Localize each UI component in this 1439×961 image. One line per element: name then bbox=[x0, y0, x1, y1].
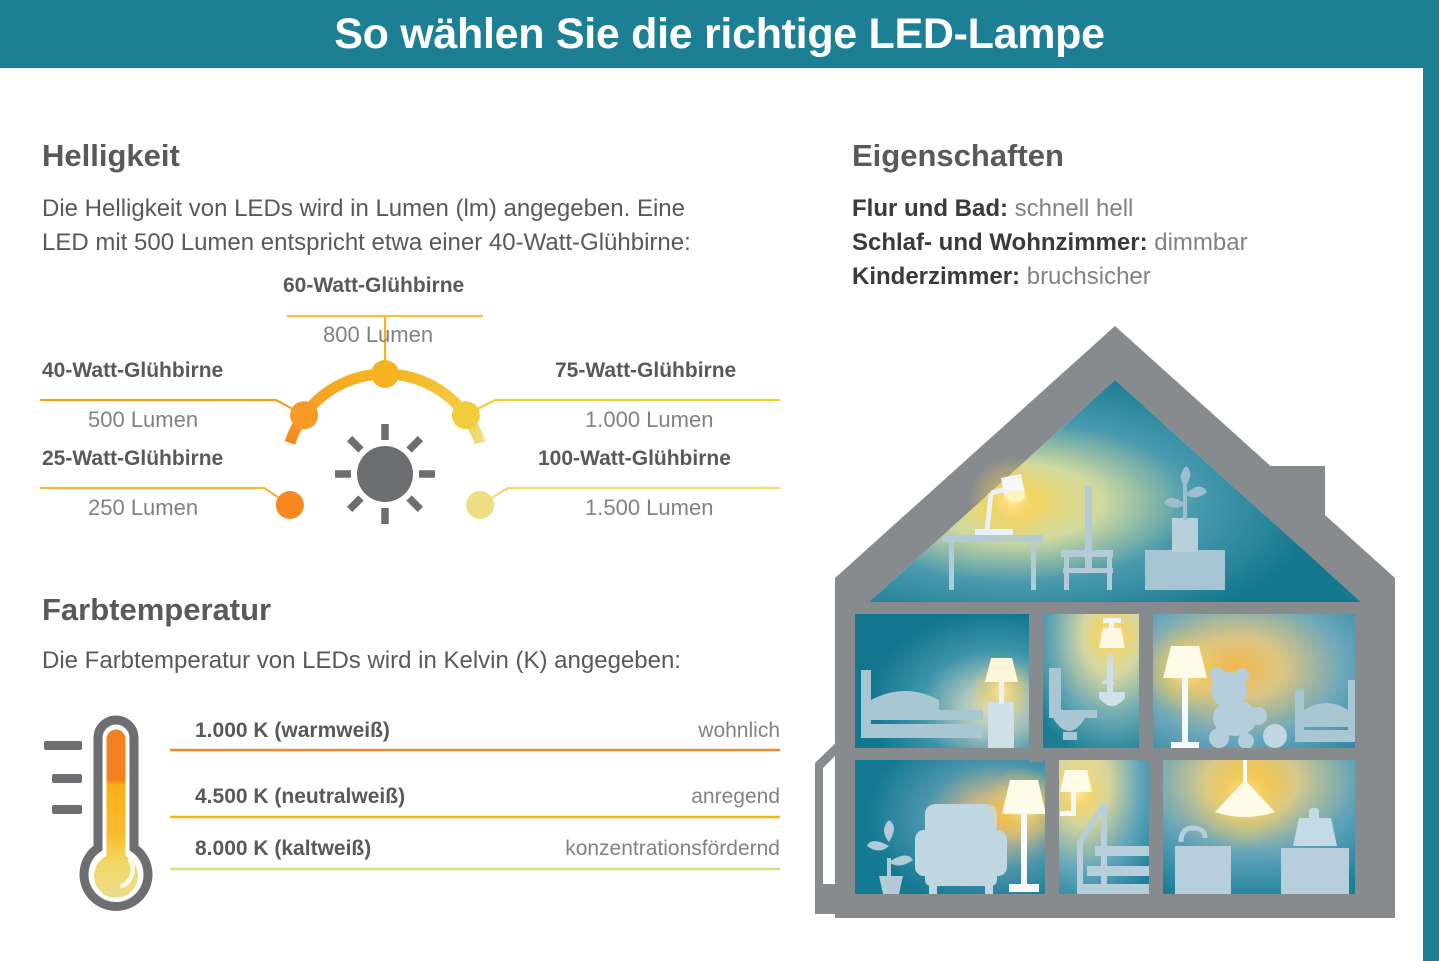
properties-section-title: Eigenschaften bbox=[852, 138, 1064, 173]
lumen-label-40w: 500 Lumen bbox=[88, 407, 199, 432]
room-kitchen bbox=[1163, 744, 1355, 894]
bottom-right-accent bbox=[1423, 945, 1439, 961]
lumen-label-100w: 1.500 Lumen bbox=[585, 495, 714, 520]
thermometer-icon bbox=[79, 715, 153, 911]
watt-label-40w: 40-Watt-Glühbirne bbox=[42, 359, 224, 382]
house-svg bbox=[815, 326, 1395, 918]
color-temperature-section-body: Die Farbtemperatur von LEDs wird in Kelv… bbox=[42, 644, 762, 678]
property-key-2: Schlaf- und Wohnzimmer bbox=[852, 229, 1140, 256]
house-illustration bbox=[815, 318, 1415, 918]
sink bbox=[1099, 652, 1125, 706]
property-row-2: Schlaf- und Wohnzimmer: dimmbar bbox=[852, 226, 1412, 260]
kelvin-mood-2: anregend bbox=[691, 785, 780, 808]
header-bar bbox=[0, 0, 1439, 68]
kelvin-label-1: 1.000 K (warmweiß) bbox=[195, 719, 390, 742]
point-25w bbox=[275, 491, 304, 519]
kitchen-counter bbox=[1281, 848, 1349, 894]
property-value-2: dimmbar bbox=[1154, 229, 1248, 256]
property-sep-1: : bbox=[999, 195, 1015, 222]
interior-walls bbox=[835, 602, 1395, 914]
lumen-data-points bbox=[275, 360, 495, 519]
point-60w bbox=[371, 360, 399, 388]
kitchen-sink-counter bbox=[1175, 825, 1231, 894]
watt-label-100w: 100-Watt-Glühbirne bbox=[538, 447, 731, 470]
right-edge-accent bbox=[1423, 0, 1439, 961]
watt-label-25w: 25-Watt-Glühbirne bbox=[42, 447, 224, 470]
property-row-3: Kinderzimmer: bruchsicher bbox=[852, 260, 1412, 294]
kelvin-mood-3: konzentrationsfördernd bbox=[565, 837, 780, 860]
lumen-label-75w: 1.000 Lumen bbox=[585, 407, 714, 432]
potted-plant-icon bbox=[867, 820, 913, 894]
room-living bbox=[855, 760, 1064, 894]
living-floor-lamp bbox=[984, 766, 1064, 892]
watt-label-75w: 75-Watt-Glühbirne bbox=[555, 359, 737, 382]
property-value-1: schnell hell bbox=[1014, 195, 1134, 222]
point-40w bbox=[290, 401, 319, 430]
brightness-lumen-chart: 60-Watt-Glühbirne 800 Lumen 40-Watt-Glüh… bbox=[40, 272, 780, 527]
kitchen-pendant-lamp bbox=[1193, 744, 1297, 848]
room-bathroom bbox=[1043, 606, 1141, 748]
room-stairway bbox=[1047, 760, 1149, 894]
kelvin-chart-svg bbox=[44, 715, 780, 911]
watt-label-60w: 60-Watt-Glühbirne bbox=[283, 274, 465, 297]
kids-floor-lamp bbox=[1143, 628, 1227, 748]
bed bbox=[861, 670, 983, 738]
desk-lamp bbox=[969, 457, 1057, 545]
roof bbox=[835, 326, 1395, 602]
kelvin-mood-1: wohnlich bbox=[698, 719, 780, 742]
property-row-1: Flur und Bad: schnell hell bbox=[852, 192, 1412, 226]
plant-icon bbox=[1164, 466, 1207, 520]
toilet bbox=[1049, 668, 1097, 740]
room-kids bbox=[1143, 614, 1355, 749]
color-temperature-chart: 1.000 K (warmweiß) wohnlich 4.500 K (neu… bbox=[40, 712, 780, 912]
brightness-section-body: Die Helligkeit von LEDs wird in Lumen (l… bbox=[42, 192, 762, 260]
color-temperature-section-title: Farbtemperatur bbox=[42, 592, 272, 627]
thermometer-ticks bbox=[44, 741, 82, 814]
stairway-wall-lamp bbox=[1047, 764, 1107, 824]
property-key-1: Flur und Bad bbox=[852, 195, 1000, 222]
color-temperature-body-line-1: Die Farbtemperatur von LEDs wird in Kelv… bbox=[42, 647, 681, 674]
cabinet-with-plant bbox=[1145, 466, 1225, 590]
kelvin-label-3: 8.000 K (kaltweiß) bbox=[195, 837, 372, 860]
point-75w bbox=[451, 401, 480, 430]
property-value-3: bruchsicher bbox=[1026, 263, 1151, 290]
ball-icon bbox=[1263, 724, 1287, 748]
room-bedroom bbox=[855, 614, 1034, 748]
lumen-label-60w: 800 Lumen bbox=[323, 322, 434, 347]
property-key-3: Kinderzimmer bbox=[852, 263, 1013, 290]
kelvin-rules bbox=[170, 748, 780, 871]
kelvin-label-2: 4.500 K (neutralweiß) bbox=[195, 785, 406, 808]
bathroom-wall-lamp bbox=[1081, 606, 1141, 666]
brightness-chart-svg bbox=[40, 314, 780, 524]
armchair bbox=[915, 804, 1007, 894]
pot-icon bbox=[1293, 808, 1337, 846]
point-100w bbox=[466, 491, 495, 519]
property-sep-3: : bbox=[1012, 263, 1027, 290]
properties-list: Flur und Bad: schnell hell Schlaf- und W… bbox=[852, 192, 1412, 294]
property-sep-2: : bbox=[1139, 229, 1155, 256]
room-attic bbox=[869, 380, 1361, 602]
lumen-label-25w: 250 Lumen bbox=[88, 495, 199, 520]
page-title: So wählen Sie die richtige LED-Lampe bbox=[334, 9, 1105, 58]
nightstand-lamp bbox=[970, 658, 1034, 748]
stairs bbox=[1077, 804, 1149, 894]
chair bbox=[1061, 486, 1113, 590]
kids-bed bbox=[1295, 680, 1355, 742]
brightness-section-title: Helligkeit bbox=[42, 138, 180, 173]
brightness-body-line-2: LED mit 500 Lumen entspricht etwa einer … bbox=[42, 229, 691, 256]
foundation bbox=[835, 896, 1395, 918]
sun-icon bbox=[335, 424, 435, 524]
teddy-bear-icon bbox=[1209, 667, 1267, 749]
brightness-body-line-1: Die Helligkeit von LEDs wird in Lumen (l… bbox=[42, 195, 685, 222]
